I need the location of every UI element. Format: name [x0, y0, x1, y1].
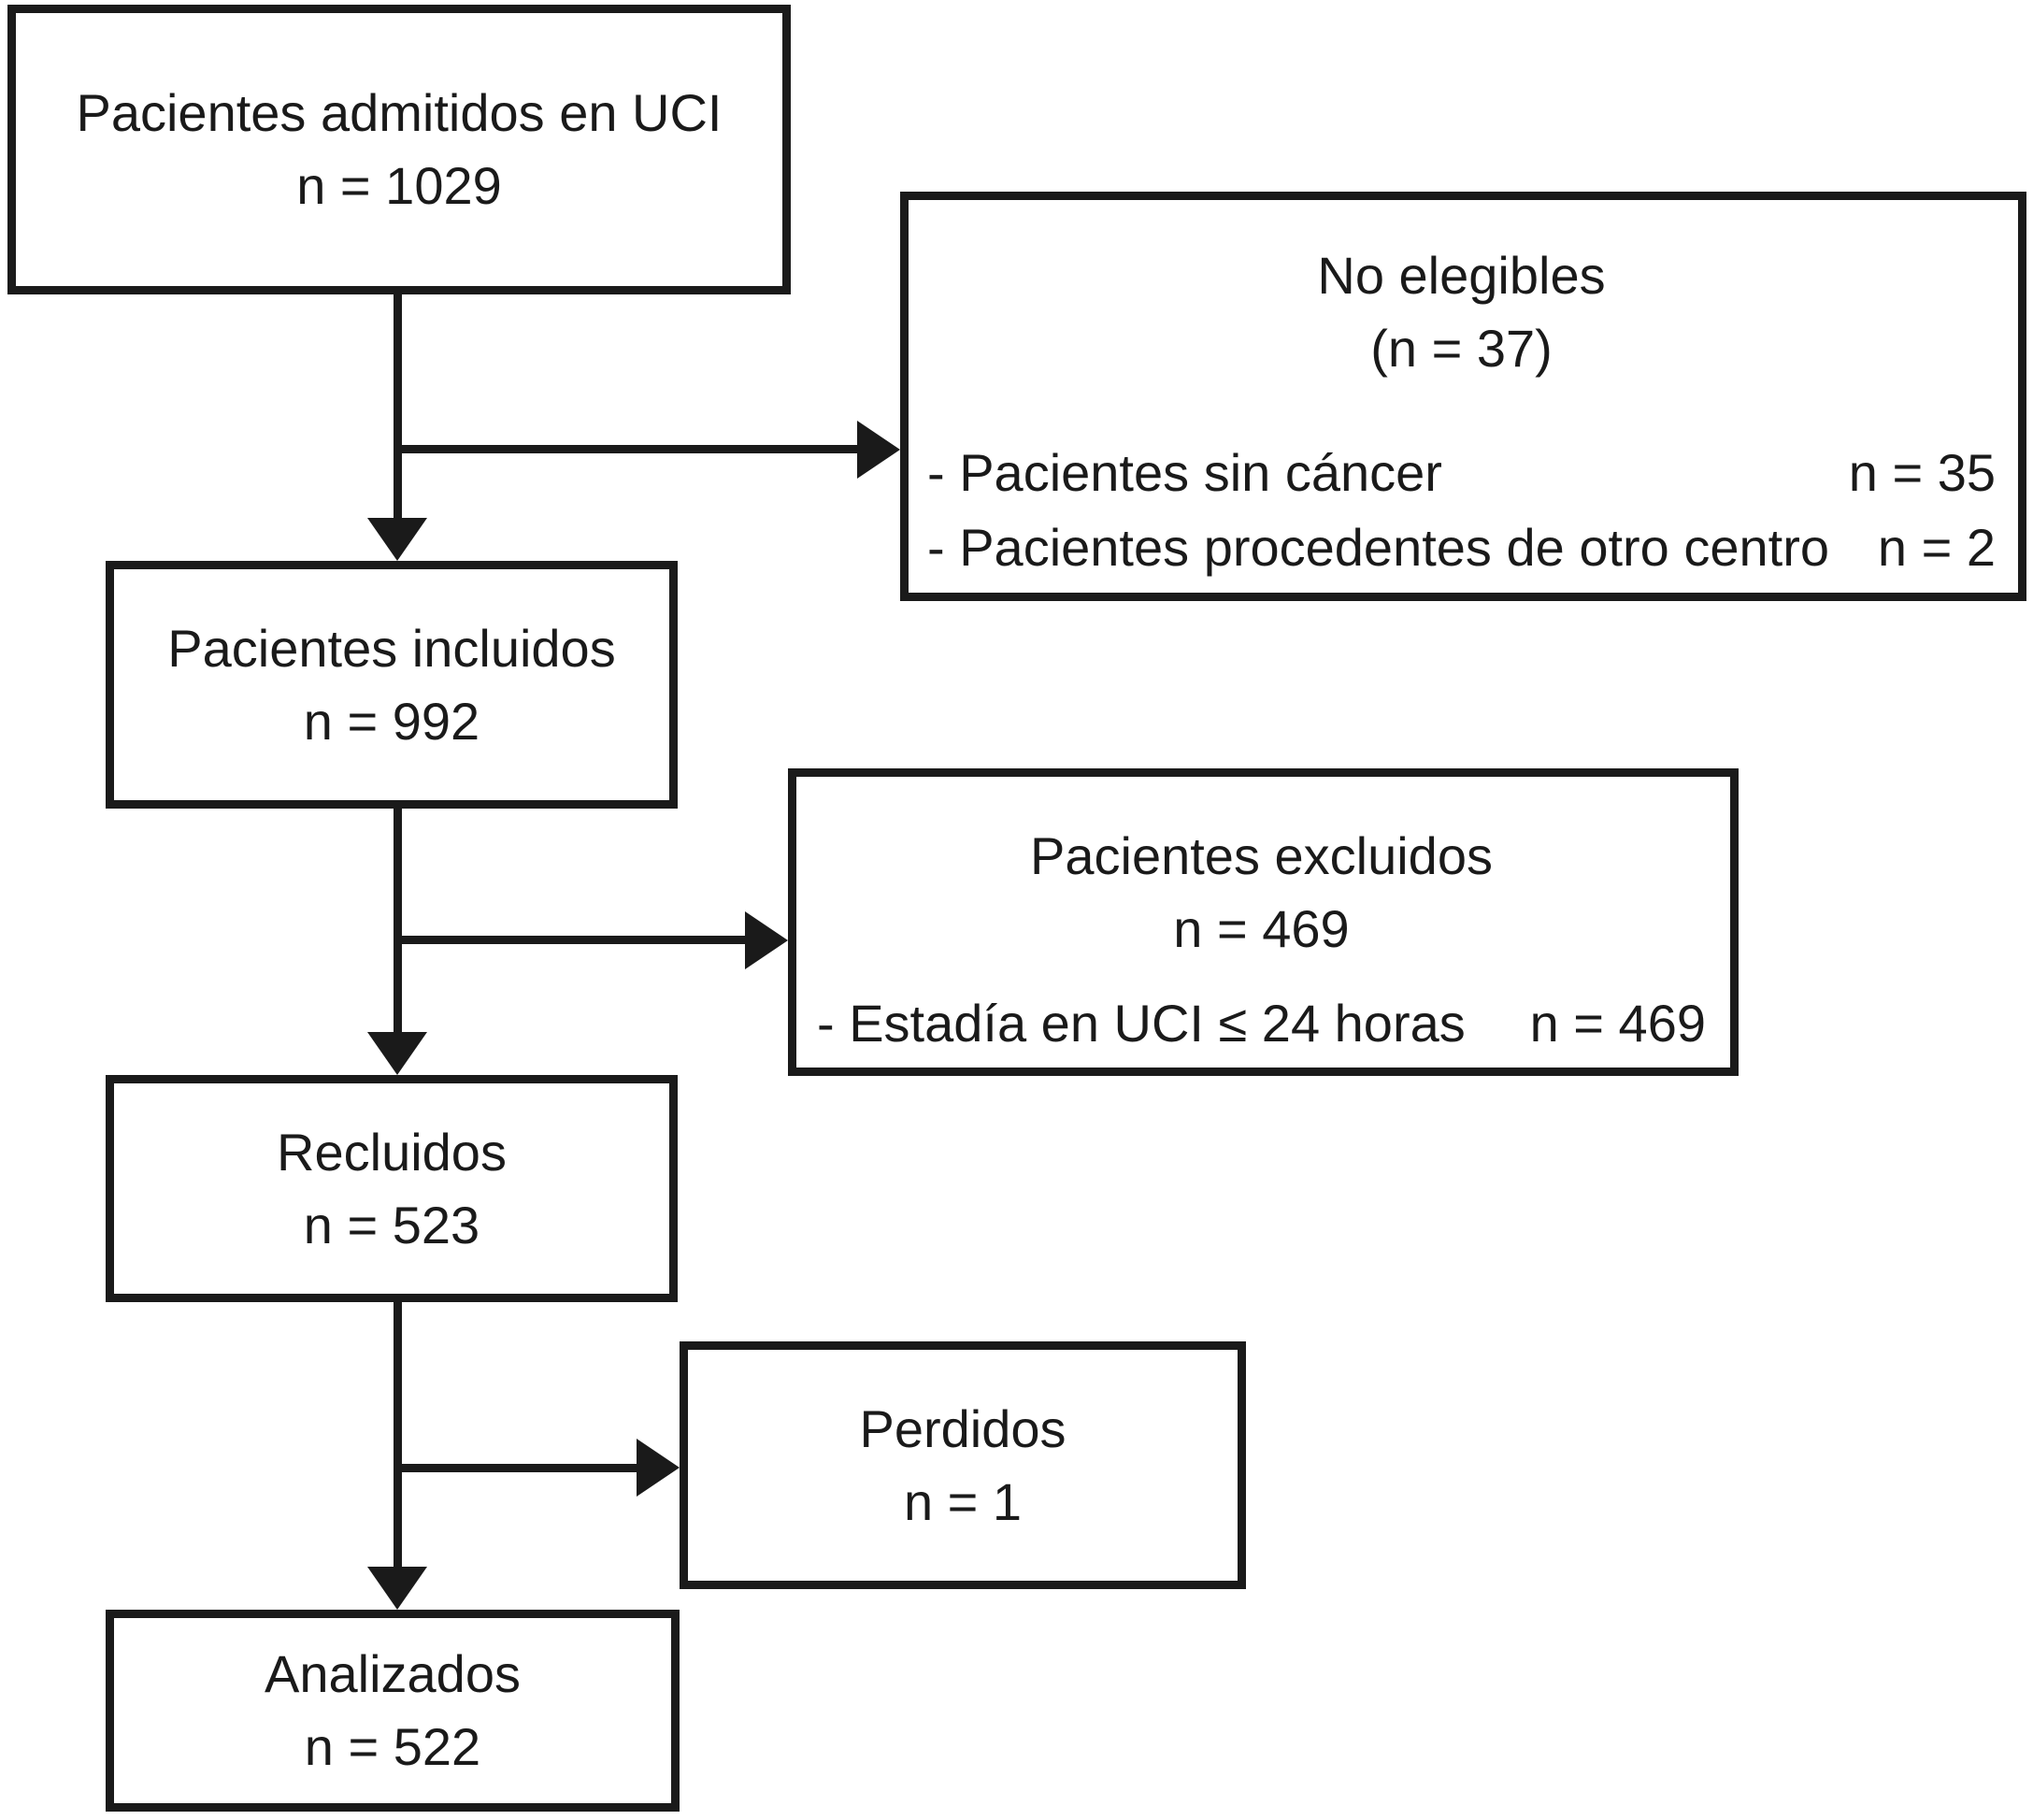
excluded-reason-1-count: n = 469	[1529, 994, 1706, 1053]
arrowhead-right-noteligible-icon	[857, 421, 900, 479]
not-eligible-reason-row: - Pacientes procedentes de otro centro n…	[927, 510, 1996, 585]
not-eligible-reason-1-label: - Pacientes sin cáncer	[927, 443, 1442, 502]
box-lost-count: n = 1	[903, 1471, 1023, 1531]
box-not-eligible-title: No elegibles	[1317, 246, 1606, 305]
spacer	[817, 966, 1706, 986]
arrowhead-right-excluded-icon	[745, 911, 788, 969]
box-admitted-count: n = 1029	[296, 156, 502, 215]
not-eligible-reason-2-label: - Pacientes procedentes de otro centro	[927, 518, 1830, 577]
connector-branch-excluded	[394, 936, 749, 944]
box-admitted-label: Pacientes admitidos en UCI	[76, 83, 723, 142]
box-excluded-title: Pacientes excluidos	[1030, 826, 1493, 885]
excluded-reason-1-label: - Estadía en UCI ≤ 24 horas	[817, 994, 1466, 1053]
box-lost-label: Perdidos	[859, 1398, 1067, 1458]
box-analyzed: Analizados n = 522	[106, 1610, 680, 1812]
connector-included-recruited	[394, 809, 402, 1036]
connector-admitted-included	[394, 294, 402, 523]
box-recruited-count: n = 523	[303, 1195, 480, 1254]
box-included-label: Pacientes incluidos	[167, 618, 616, 678]
arrowhead-down-recruited-icon	[367, 1032, 427, 1075]
box-included-count: n = 992	[303, 691, 480, 751]
box-analyzed-count: n = 522	[304, 1717, 481, 1776]
connector-branch-noteligible	[394, 445, 861, 453]
not-eligible-reason-row: - Pacientes sin cáncer n = 35	[927, 436, 1996, 510]
box-admitted: Pacientes admitidos en UCI n = 1029	[7, 5, 791, 294]
box-not-eligible-count: (n = 37)	[1370, 319, 1553, 378]
box-not-eligible: No elegibles (n = 37) - Pacientes sin cá…	[900, 192, 2026, 601]
arrowhead-down-analyzed-icon	[367, 1567, 427, 1610]
box-excluded: Pacientes excluidos n = 469 - Estadía en…	[788, 768, 1739, 1076]
not-eligible-reason-2-count: n = 2	[1877, 518, 1996, 577]
box-excluded-count: n = 469	[1173, 899, 1350, 958]
box-analyzed-label: Analizados	[265, 1644, 521, 1703]
not-eligible-reason-1-count: n = 35	[1848, 443, 1996, 502]
arrowhead-right-lost-icon	[637, 1439, 680, 1497]
box-recruited: Recluidos n = 523	[106, 1075, 678, 1302]
box-lost: Perdidos n = 1	[680, 1341, 1246, 1589]
arrowhead-down-included-icon	[367, 518, 427, 561]
box-recruited-label: Recluidos	[277, 1122, 507, 1182]
excluded-reason-row: - Estadía en UCI ≤ 24 horas n = 469	[817, 986, 1706, 1061]
box-included: Pacientes incluidos n = 992	[106, 561, 678, 809]
connector-branch-lost	[394, 1464, 640, 1472]
connector-recruited-analyzed	[394, 1302, 402, 1570]
spacer	[927, 385, 1996, 436]
